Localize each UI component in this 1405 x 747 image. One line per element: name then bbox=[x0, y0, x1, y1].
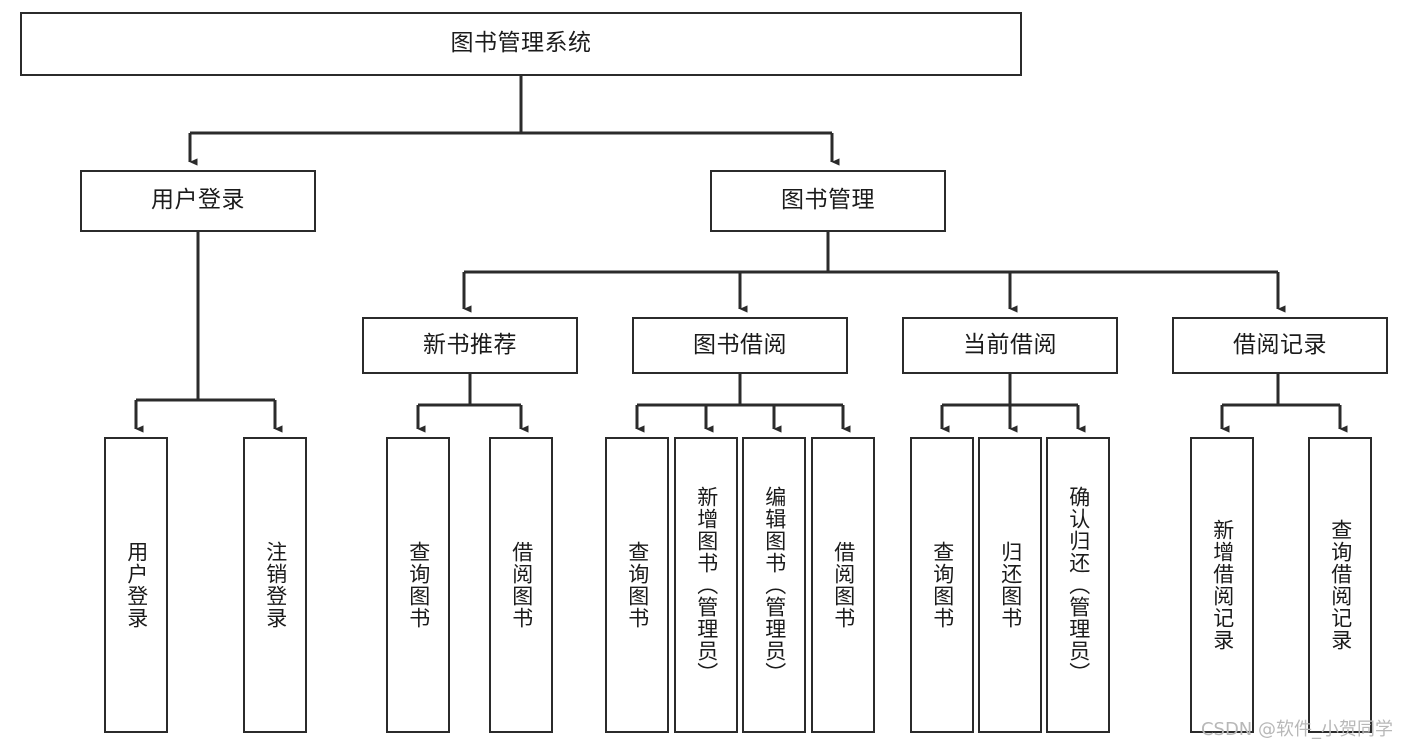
node-leaf-return-book-label: 归还图书 bbox=[998, 541, 1023, 629]
node-leaf-query-book-1-label: 查询图书 bbox=[406, 541, 431, 629]
node-leaf-query-book-2[interactable]: 查询图书 bbox=[605, 437, 669, 733]
node-user-login-label: 用户登录 bbox=[151, 187, 245, 214]
node-current-borrow-label: 当前借阅 bbox=[963, 331, 1057, 358]
node-user-login[interactable]: 用户登录 bbox=[80, 170, 316, 232]
node-leaf-query-book-1[interactable]: 查询图书 bbox=[386, 437, 450, 733]
node-leaf-confirm-return-label: 确认归还（管理员） bbox=[1066, 486, 1091, 684]
node-leaf-user-login[interactable]: 用户登录 bbox=[104, 437, 168, 733]
node-borrow-record[interactable]: 借阅记录 bbox=[1172, 317, 1388, 374]
node-borrow-record-label: 借阅记录 bbox=[1233, 331, 1327, 358]
node-leaf-add-record[interactable]: 新增借阅记录 bbox=[1190, 437, 1254, 733]
node-book-borrow-label: 图书借阅 bbox=[693, 331, 787, 358]
node-leaf-add-book[interactable]: 新增图书（管理员） bbox=[674, 437, 738, 733]
node-book-management-label: 图书管理 bbox=[781, 187, 875, 214]
node-leaf-query-book-2-label: 查询图书 bbox=[625, 541, 650, 629]
node-leaf-confirm-return[interactable]: 确认归还（管理员） bbox=[1046, 437, 1110, 733]
node-leaf-borrow-book-1-label: 借阅图书 bbox=[509, 541, 534, 629]
node-leaf-edit-book-label: 编辑图书（管理员） bbox=[762, 486, 787, 684]
node-leaf-edit-book[interactable]: 编辑图书（管理员） bbox=[742, 437, 806, 733]
node-book-borrow[interactable]: 图书借阅 bbox=[632, 317, 848, 374]
node-leaf-query-record[interactable]: 查询借阅记录 bbox=[1308, 437, 1372, 733]
node-leaf-borrow-book-2[interactable]: 借阅图书 bbox=[811, 437, 875, 733]
node-leaf-borrow-book-2-label: 借阅图书 bbox=[831, 541, 856, 629]
node-leaf-query-book-3[interactable]: 查询图书 bbox=[910, 437, 974, 733]
node-leaf-add-book-label: 新增图书（管理员） bbox=[694, 486, 719, 684]
node-leaf-add-record-label: 新增借阅记录 bbox=[1210, 519, 1235, 651]
node-book-management[interactable]: 图书管理 bbox=[710, 170, 946, 232]
node-leaf-user-logout-label: 注销登录 bbox=[263, 541, 288, 629]
node-new-book-recommend-label: 新书推荐 bbox=[423, 331, 517, 358]
node-root[interactable]: 图书管理系统 bbox=[20, 12, 1022, 76]
node-leaf-user-logout[interactable]: 注销登录 bbox=[243, 437, 307, 733]
node-leaf-user-login-label: 用户登录 bbox=[124, 541, 149, 629]
node-leaf-return-book[interactable]: 归还图书 bbox=[978, 437, 1042, 733]
node-leaf-borrow-book-1[interactable]: 借阅图书 bbox=[489, 437, 553, 733]
node-root-label: 图书管理系统 bbox=[450, 30, 592, 57]
node-new-book-recommend[interactable]: 新书推荐 bbox=[362, 317, 578, 374]
node-current-borrow[interactable]: 当前借阅 bbox=[902, 317, 1118, 374]
node-leaf-query-book-3-label: 查询图书 bbox=[930, 541, 955, 629]
node-leaf-query-record-label: 查询借阅记录 bbox=[1328, 519, 1353, 651]
